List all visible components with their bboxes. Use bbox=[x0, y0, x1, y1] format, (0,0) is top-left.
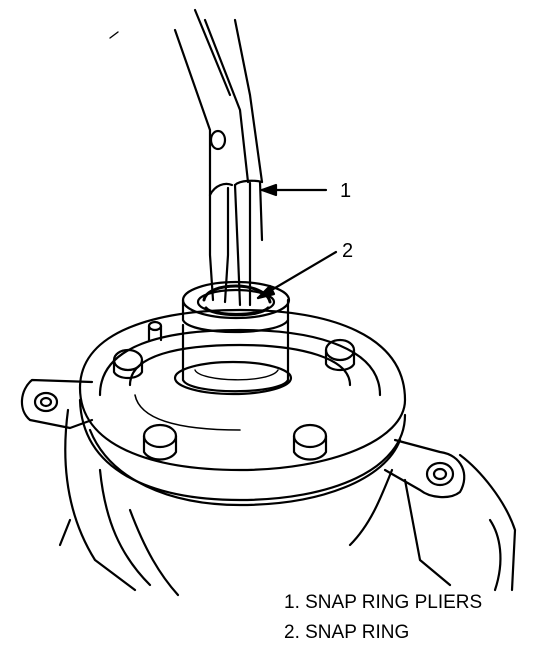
callout-number-1: 1 bbox=[340, 180, 351, 202]
shaft-hub bbox=[173, 280, 293, 396]
legend-item-snap-ring: 2. SNAP RING bbox=[284, 622, 410, 643]
bolt-rear-left bbox=[112, 348, 144, 380]
snap-ring-pliers bbox=[173, 8, 264, 307]
bolt-rear-right bbox=[324, 338, 356, 372]
legend: 1. SNAP RING PLIERS 2. SNAP RING bbox=[284, 588, 482, 648]
stray-mark bbox=[109, 31, 119, 39]
bolt-front-left bbox=[142, 423, 178, 461]
pump-cover bbox=[78, 308, 407, 507]
leader-2 bbox=[256, 250, 338, 300]
small-stud bbox=[147, 320, 163, 342]
callout-number-2: 2 bbox=[342, 240, 353, 262]
transmission-housing bbox=[58, 408, 517, 597]
leader-1 bbox=[260, 183, 328, 197]
legend-item-snap-ring-pliers: 1. SNAP RING PLIERS bbox=[284, 592, 483, 613]
mounting-ear-right bbox=[383, 438, 466, 499]
mounting-ear-left bbox=[20, 378, 94, 430]
bolt-front-right bbox=[292, 423, 328, 461]
